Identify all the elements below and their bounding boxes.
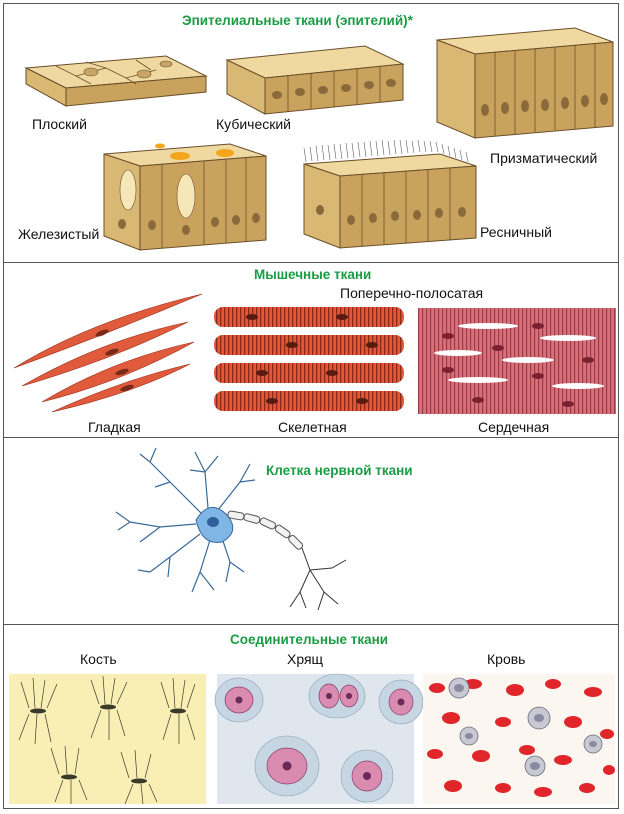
skeletal-muscle-illustration [214,307,404,411]
flat-epithelium-label: Плоский [32,116,87,132]
connective-title: Соединительные ткани [230,632,389,647]
prismatic-epithelium-illustration [436,27,614,139]
ciliated-epithelium-label: Ресничный [480,224,552,240]
section-divider [3,437,619,438]
neuron-illustration [115,447,347,611]
prismatic-epithelium-label: Призматический [490,150,598,166]
section-divider [3,624,619,625]
flat-epithelium-illustration [24,55,208,107]
figure-frame [3,3,619,809]
epithelial-title: Эпителиальные ткани (эпителий)* [182,13,413,28]
smooth-muscle-illustration [13,293,203,413]
striated-muscle-label: Поперечно-полосатая [340,285,484,301]
cardiac-muscle-label: Сердечная [478,419,550,435]
blood-label: Кровь [487,651,526,667]
smooth-muscle-label: Гладкая [88,419,141,435]
glandular-epithelium-illustration [103,143,267,251]
bone-label: Кость [80,651,117,667]
cubic-epithelium-label: Кубический [216,116,291,132]
skeletal-muscle-label: Скелетная [278,419,347,435]
cubic-epithelium-illustration [225,45,405,115]
ciliated-epithelium-illustration [303,139,477,249]
nerve-title: Клетка нервной ткани [266,463,413,478]
cartilage-tissue-illustration [214,673,424,804]
glandular-epithelium-label: Железистый [18,226,100,242]
cartilage-label: Хрящ [287,651,324,667]
blood-tissue-illustration [423,674,615,804]
cardiac-muscle-illustration [418,308,616,414]
muscle-title: Мышечные ткани [254,267,372,282]
bone-tissue-illustration [9,674,206,805]
section-divider [3,262,619,263]
